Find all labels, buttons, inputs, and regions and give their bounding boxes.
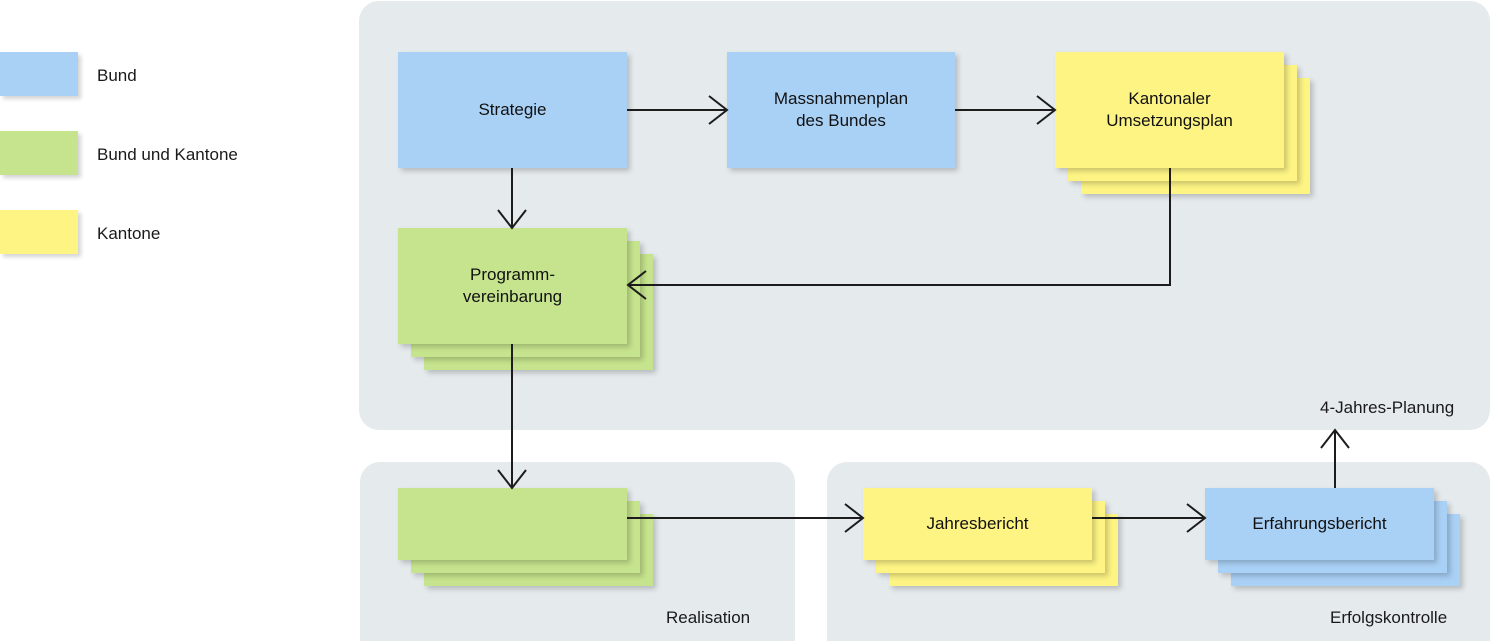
node-jahresbericht-card[interactable]: Jahresbericht (863, 488, 1092, 560)
node-programmvereinbarung-card[interactable]: Programm- vereinbarung (398, 228, 627, 344)
node-programmvereinbarung-label-line1: Programm- (469, 265, 555, 285)
node-massnahmenplan-label-line1: Massnahmenplan (773, 89, 909, 109)
panel-realisation-label: Realisation (666, 608, 751, 627)
node-erfahrungsbericht-card[interactable]: Erfahrungsbericht (1205, 488, 1434, 560)
node-massnahmenplan-card[interactable]: Massnahmenplan des Bundes (727, 52, 955, 168)
legend-label-bund-und-kantone: Bund und Kantone (97, 145, 238, 164)
node-umsetzungsplan-label-line1: Kantonaler (1128, 89, 1211, 109)
panel-planning-label: 4-Jahres-Planung (1320, 398, 1455, 417)
legend-label-bund: Bund (97, 66, 137, 85)
node-massnahmenplan-label-line2: des Bundes (796, 111, 886, 130)
node-umsetzungsplan-card[interactable]: Kantonaler Umsetzungsplan (1055, 52, 1284, 168)
node-realisation-stack-card[interactable] (398, 488, 627, 560)
legend-swatch-bund (0, 52, 78, 96)
legend-swatch-bund-und-kantone (0, 131, 78, 175)
node-strategie-card[interactable]: Strategie (398, 52, 627, 168)
legend-swatch-kantone (0, 210, 78, 254)
node-programmvereinbarung-label-line2: vereinbarung (462, 287, 563, 306)
node-strategie-label: Strategie (478, 100, 547, 120)
panel-controlling-label: Erfolgskontrolle (1330, 608, 1448, 627)
legend-label-kantone: Kantone (97, 224, 161, 243)
node-umsetzungsplan-label-line2: Umsetzungsplan (1106, 111, 1233, 130)
node-erfahrungsbericht-label: Erfahrungsbericht (1252, 514, 1387, 534)
node-jahresbericht-label: Jahresbericht (926, 514, 1029, 534)
